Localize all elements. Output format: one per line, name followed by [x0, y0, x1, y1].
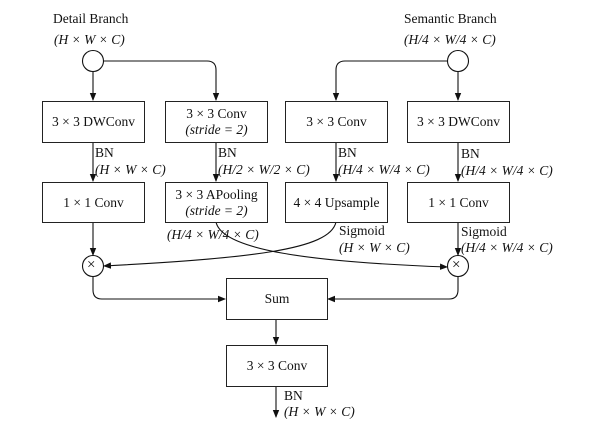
box-label: 4 × 4 Upsample — [293, 194, 380, 210]
detail-conv1x1-box: 1 × 1 Conv — [42, 182, 145, 223]
semantic-branch-title: Semantic Branch — [404, 11, 497, 26]
edge-semantic-to-conv — [332, 60, 448, 101]
semantic-dwconv-box: 3 × 3 DWConv — [407, 101, 510, 143]
edge-label-op: Sigmoid — [461, 224, 507, 239]
semantic-input-node — [446, 49, 470, 73]
box-label: 3 × 3 Conv — [306, 114, 367, 129]
edge-right-multiply-to-sum — [327, 276, 459, 303]
edge-label-shape: (H/4 × W/4 × C) — [461, 240, 553, 255]
box-label: 1 × 1 Conv — [63, 194, 124, 210]
edge-detail-to-conv-stride — [103, 60, 220, 101]
edge-label-shape: (H/4 × W/4 × C) — [461, 163, 553, 178]
box-label: 3 × 3 APooling — [175, 186, 258, 202]
detail-conv-stride-box: 3 × 3 Conv (stride = 2) — [165, 101, 268, 143]
box-sublabel: (stride = 2) — [185, 202, 248, 218]
edge-label-shape: (H/4 × W/4 × C) — [338, 162, 430, 177]
edge-label-shape: (H/4 × W/4 × C) — [167, 227, 259, 242]
box-label: 3 × 3 DWConv — [417, 114, 500, 129]
edge-label-shape: (H × W × C) — [95, 162, 166, 177]
box-label: 1 × 1 Conv — [428, 194, 489, 210]
output-shape-label: (H × W × C) — [284, 404, 355, 419]
semantic-upsample-box: 4 × 4 Upsample — [285, 182, 388, 223]
edge-label-op: BN — [461, 146, 480, 161]
edge-label-op: BN — [218, 145, 237, 160]
box-label: 3 × 3 Conv — [246, 358, 308, 373]
detail-apooling-box: 3 × 3 APooling (stride = 2) — [165, 182, 268, 223]
edge-apooling-to-right-multiply — [215, 221, 448, 270]
output-op-label: BN — [284, 388, 303, 403]
detail-branch-shape: (H × W × C) — [54, 32, 125, 47]
box-label: 3 × 3 DWConv — [52, 114, 135, 129]
left-multiply-symbol: × — [87, 257, 96, 273]
sum-box: Sum — [226, 278, 328, 320]
semantic-conv1x1-box: 1 × 1 Conv — [407, 182, 510, 223]
right-multiply-symbol: × — [452, 257, 461, 273]
edge-label-shape: (H × W × C) — [339, 240, 410, 255]
box-label: 3 × 3 Conv — [186, 106, 247, 121]
edge-label-shape: (H/2 × W/2 × C) — [218, 162, 310, 177]
semantic-conv-box: 3 × 3 Conv — [285, 101, 388, 143]
box-sublabel: (stride = 2) — [185, 122, 248, 137]
detail-dwconv-box: 3 × 3 DWConv — [42, 101, 145, 143]
edge-label-op: BN — [95, 145, 114, 160]
semantic-branch-shape: (H/4 × W/4 × C) — [404, 32, 496, 47]
detail-branch-title: Detail Branch — [53, 11, 129, 26]
edge-label-op: Sigmoid — [339, 223, 385, 238]
edge-left-multiply-to-sum — [92, 276, 226, 303]
detail-input-node — [81, 49, 105, 73]
final-conv-box: 3 × 3 Conv — [226, 345, 328, 387]
box-label: Sum — [264, 291, 290, 306]
edge-label-op: BN — [338, 145, 357, 160]
